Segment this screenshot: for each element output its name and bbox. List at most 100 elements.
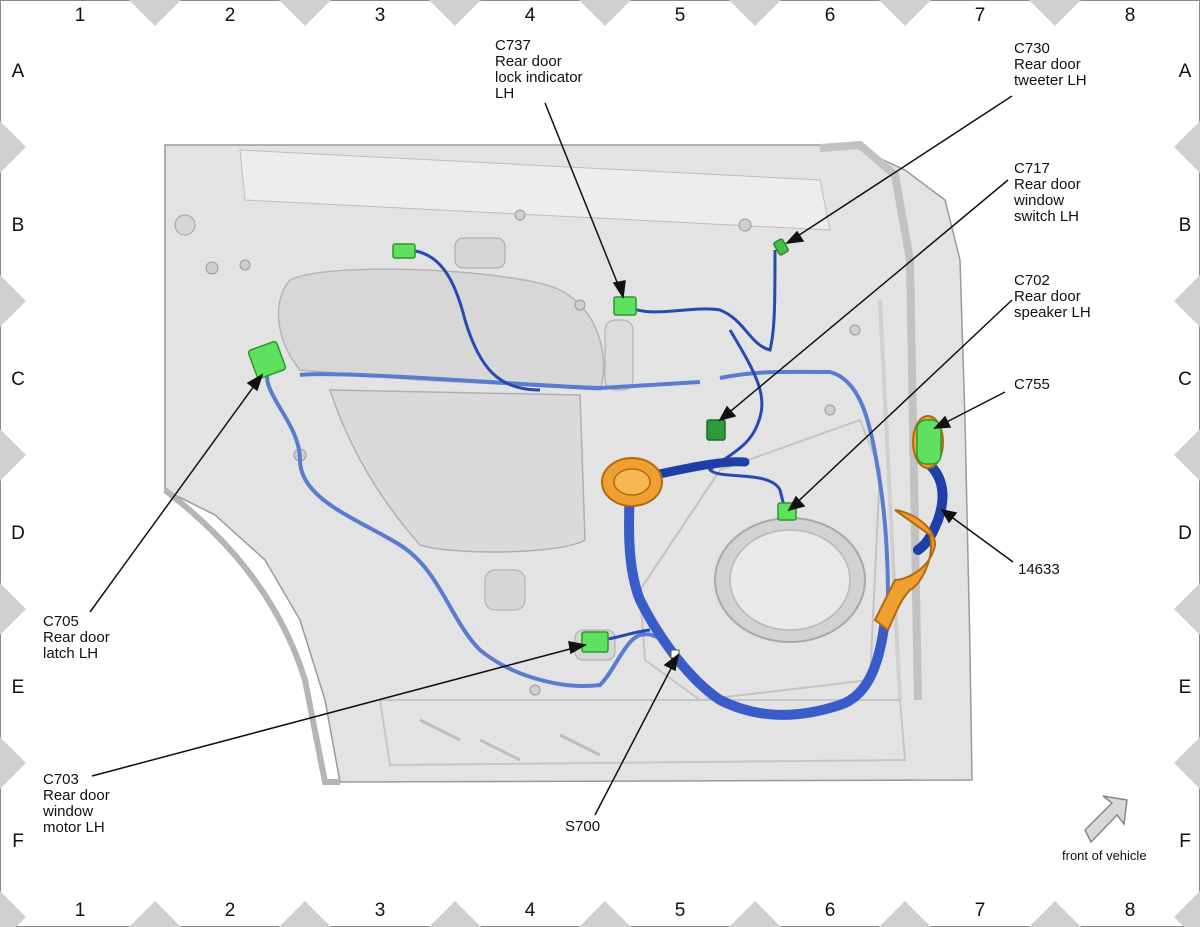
callout-line: C717 (1014, 160, 1050, 177)
callout-line: lock indicator (495, 69, 583, 86)
grid-label: C (11, 369, 25, 390)
grid-label: D (11, 523, 25, 544)
grid-label: 6 (825, 5, 836, 26)
grid-label: 2 (225, 5, 236, 26)
grid-label: E (1179, 677, 1192, 698)
grid-tab (1174, 737, 1200, 789)
grid-label: A (12, 61, 25, 82)
connector-c705 (247, 340, 287, 380)
callout-line: tweeter LH (1014, 72, 1087, 89)
grid-tab (279, 0, 331, 26)
callout-line: Rear door (43, 787, 110, 804)
grid-tab (1029, 901, 1081, 927)
callout-line: speaker LH (1014, 304, 1091, 321)
grid-tab (279, 901, 331, 927)
wiring-harness (265, 248, 948, 720)
connector-c-unlabeled (392, 243, 416, 259)
grid-tab (1174, 275, 1200, 327)
grid-label: 8 (1125, 900, 1136, 921)
connectors (247, 238, 942, 659)
grid-label: 1 (75, 5, 86, 26)
grid-label: 8 (1125, 5, 1136, 26)
connector-c755 (916, 419, 942, 465)
grid-tab (0, 583, 26, 635)
grid-label: A (1179, 61, 1192, 82)
label-c755: C755 (1014, 376, 1050, 393)
callout-line: C755 (1014, 376, 1050, 393)
connector-c717 (706, 419, 726, 441)
callout-line: window (42, 803, 93, 820)
grid-label: F (1179, 831, 1191, 852)
grid-label: 5 (675, 5, 686, 26)
grid-tab (429, 0, 481, 26)
grid-label: B (12, 215, 25, 236)
callout-line: LH (495, 85, 514, 102)
leader-lines (89, 95, 1014, 816)
callout-line: motor LH (43, 819, 105, 836)
callout-line: S700 (565, 818, 600, 835)
grid-label: 3 (375, 5, 386, 26)
connector-c703 (581, 631, 609, 653)
callout-line: switch LH (1014, 208, 1079, 225)
grid-label: 6 (825, 900, 836, 921)
grid-tab (429, 901, 481, 927)
callout-line: Rear door (1014, 176, 1081, 193)
grid-label: 4 (525, 5, 536, 26)
grid-label: 5 (675, 900, 686, 921)
grid-label: C (1178, 369, 1192, 390)
orientation-label: front of vehicle (1062, 848, 1147, 863)
callout-line: C730 (1014, 40, 1050, 57)
connector-c737 (613, 296, 637, 316)
label-14633: 14633 (1018, 561, 1060, 578)
grid-label: 7 (975, 900, 986, 921)
grid-tab (1174, 583, 1200, 635)
grid-tab (1029, 0, 1081, 26)
grid-tab (129, 901, 181, 927)
grid-tab (129, 0, 181, 26)
grid-tab (729, 0, 781, 26)
grid-tab (1174, 121, 1200, 173)
grid-tab (0, 891, 26, 927)
grid-label: 7 (975, 5, 986, 26)
grid-label: 1 (75, 900, 86, 921)
grid-tab (0, 121, 26, 173)
leader-c705 (89, 374, 263, 613)
grid-tab (0, 429, 26, 481)
leader-14633 (941, 509, 1014, 563)
grid-label: 2 (225, 900, 236, 921)
grid-tab (1174, 429, 1200, 481)
grid-tab (0, 275, 26, 327)
callout-line: 14633 (1018, 561, 1060, 578)
connector-c730 (773, 238, 789, 256)
grid-tab (579, 0, 631, 26)
front-of-vehicle-arrow-icon (1084, 795, 1128, 844)
grid-label: E (12, 677, 25, 698)
grid-label: 4 (525, 900, 536, 921)
grid-label: 3 (375, 900, 386, 921)
grid-label: F (12, 831, 24, 852)
leader-s700 (594, 654, 679, 816)
grid-tab (579, 901, 631, 927)
callout-line: Rear door (495, 53, 562, 70)
leader-c717 (719, 179, 1009, 421)
label-s700: S700 (565, 818, 600, 835)
grid-tab (879, 0, 931, 26)
door-panel (163, 140, 973, 785)
callout-line: C702 (1014, 272, 1050, 289)
grid-tab (1174, 891, 1200, 927)
leader-c737 (544, 102, 624, 298)
callout-line: window (1013, 192, 1064, 209)
callout-line: Rear door (43, 629, 110, 646)
callout-line: latch LH (43, 645, 98, 662)
callout-line: C737 (495, 37, 531, 54)
